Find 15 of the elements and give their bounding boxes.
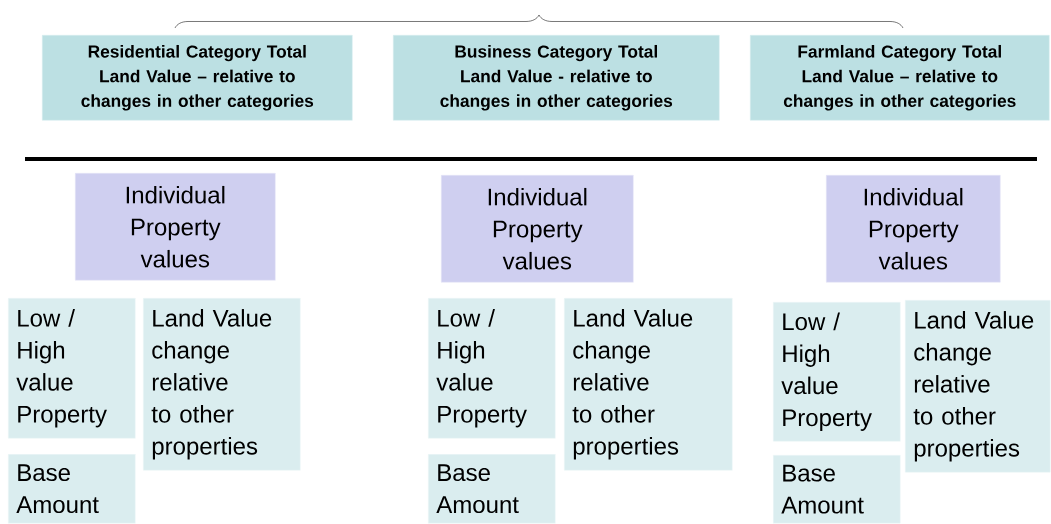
factor-box: Low / High value Property [428, 298, 556, 439]
factor-box: Land Value change relative to other properties [143, 298, 301, 471]
property-box: Individual Property values [441, 175, 634, 283]
factor-box: Low / High value Property [773, 302, 901, 442]
category-box: Farmland Category Total Land Value – relative to changes in other categories [750, 35, 1050, 121]
category-box: Business Category Total Land Value - relative to changes in other categories [393, 35, 720, 121]
property-box: Individual Property values [826, 175, 1001, 283]
factor-box: Low / High value Property [8, 298, 136, 439]
factor-box: Base Amount [8, 454, 136, 524]
factor-box: Base Amount [428, 454, 556, 524]
factor-box: Base Amount [773, 455, 901, 524]
factor-box: Land Value change relative to other properties [905, 300, 1051, 473]
property-box: Individual Property values [75, 173, 276, 281]
factor-box: Land Value change relative to other properties [564, 298, 733, 471]
category-box: Residential Category Total Land Value – relative to changes in other categories [42, 35, 353, 121]
